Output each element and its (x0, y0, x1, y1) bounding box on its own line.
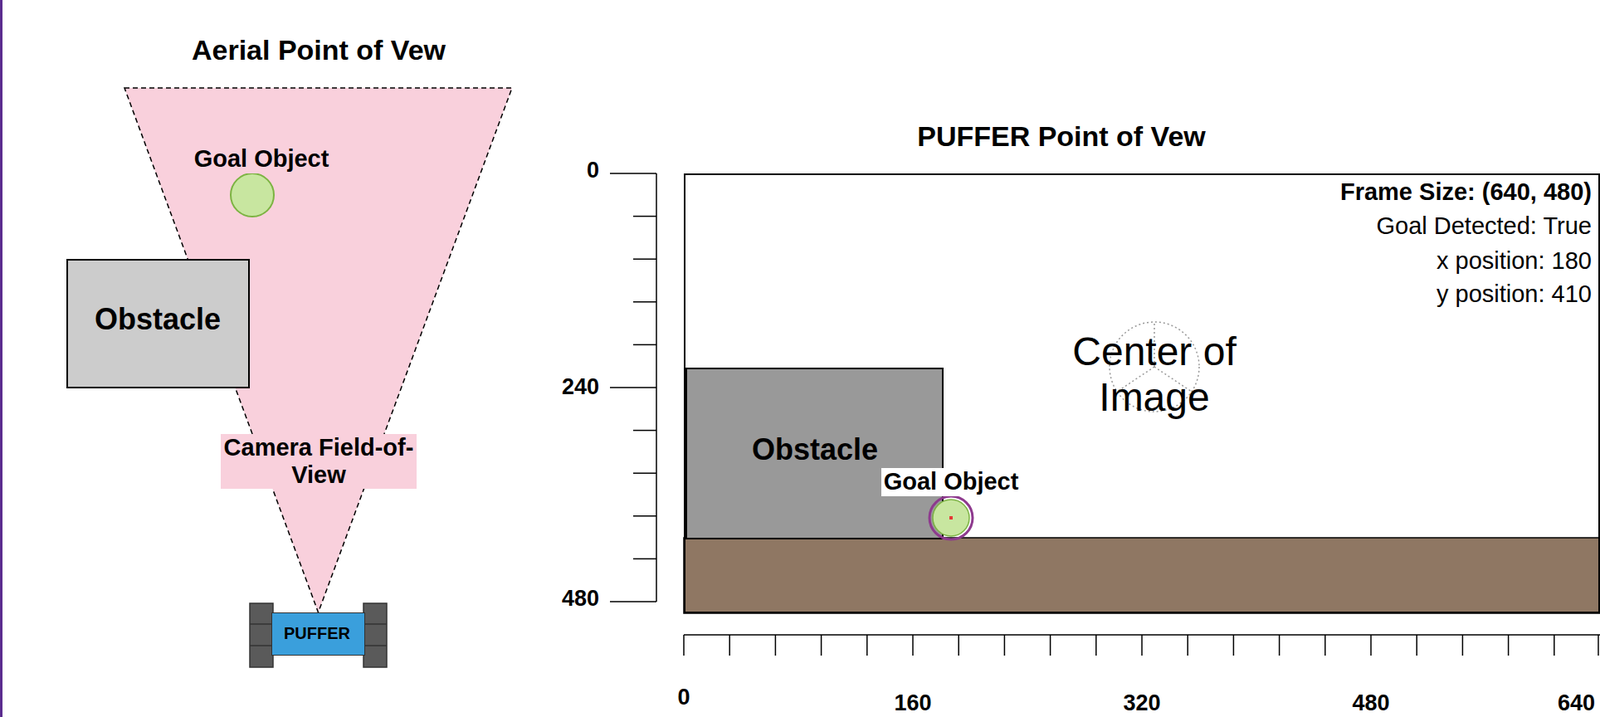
view-title: PUFFER Point of Vew (917, 120, 1206, 153)
node-text: Goal Object (191, 145, 332, 173)
axis-label: 480 (1351, 690, 1390, 717)
node-text: x position: 180 (1436, 247, 1592, 275)
floor-band (683, 537, 1600, 614)
node-text: Obstacle (94, 302, 221, 337)
axis-label: 640 (1557, 690, 1596, 717)
node-text: Goal Object (881, 468, 1022, 496)
view-title: Aerial Point of Vew (191, 34, 446, 67)
node-text: y position: 410 (1436, 280, 1592, 308)
robot-wheels (249, 603, 387, 668)
node-text: Center of Image (1045, 328, 1264, 420)
goal-object-outline (928, 495, 974, 541)
node-text: Obstacle (751, 432, 879, 467)
frame-ground (683, 173, 1600, 614)
axis-ticks (609, 173, 1600, 656)
axis-label: 480 (561, 585, 600, 612)
robot-body: PUFFER (271, 612, 366, 656)
obstacle-box: Obstacle (66, 258, 250, 389)
image-center: Center of Image (1108, 321, 1200, 413)
goal-object-outline (229, 172, 275, 218)
goal-object: Goal Object (928, 495, 974, 541)
node-text: PUFFER (283, 624, 351, 644)
node-text: Frame Size: (640, 480) (1340, 178, 1592, 206)
camera-frame: Frame Size: (640, 480) Goal Detected: Tru… (683, 173, 1600, 614)
page-border (0, 0, 3, 717)
node-text: Goal Detected: True (1375, 212, 1592, 240)
axis-label: 320 (1122, 690, 1161, 717)
axis-label: 160 (893, 690, 932, 717)
axis-label: 0 (677, 684, 690, 711)
obstacle-box: Obstacle (685, 367, 944, 540)
axis-label: 0 (586, 157, 600, 184)
goal-object: Goal Object (229, 172, 275, 218)
node-text: Camera Field-of-View (220, 434, 417, 490)
axis-label: 240 (561, 374, 600, 400)
